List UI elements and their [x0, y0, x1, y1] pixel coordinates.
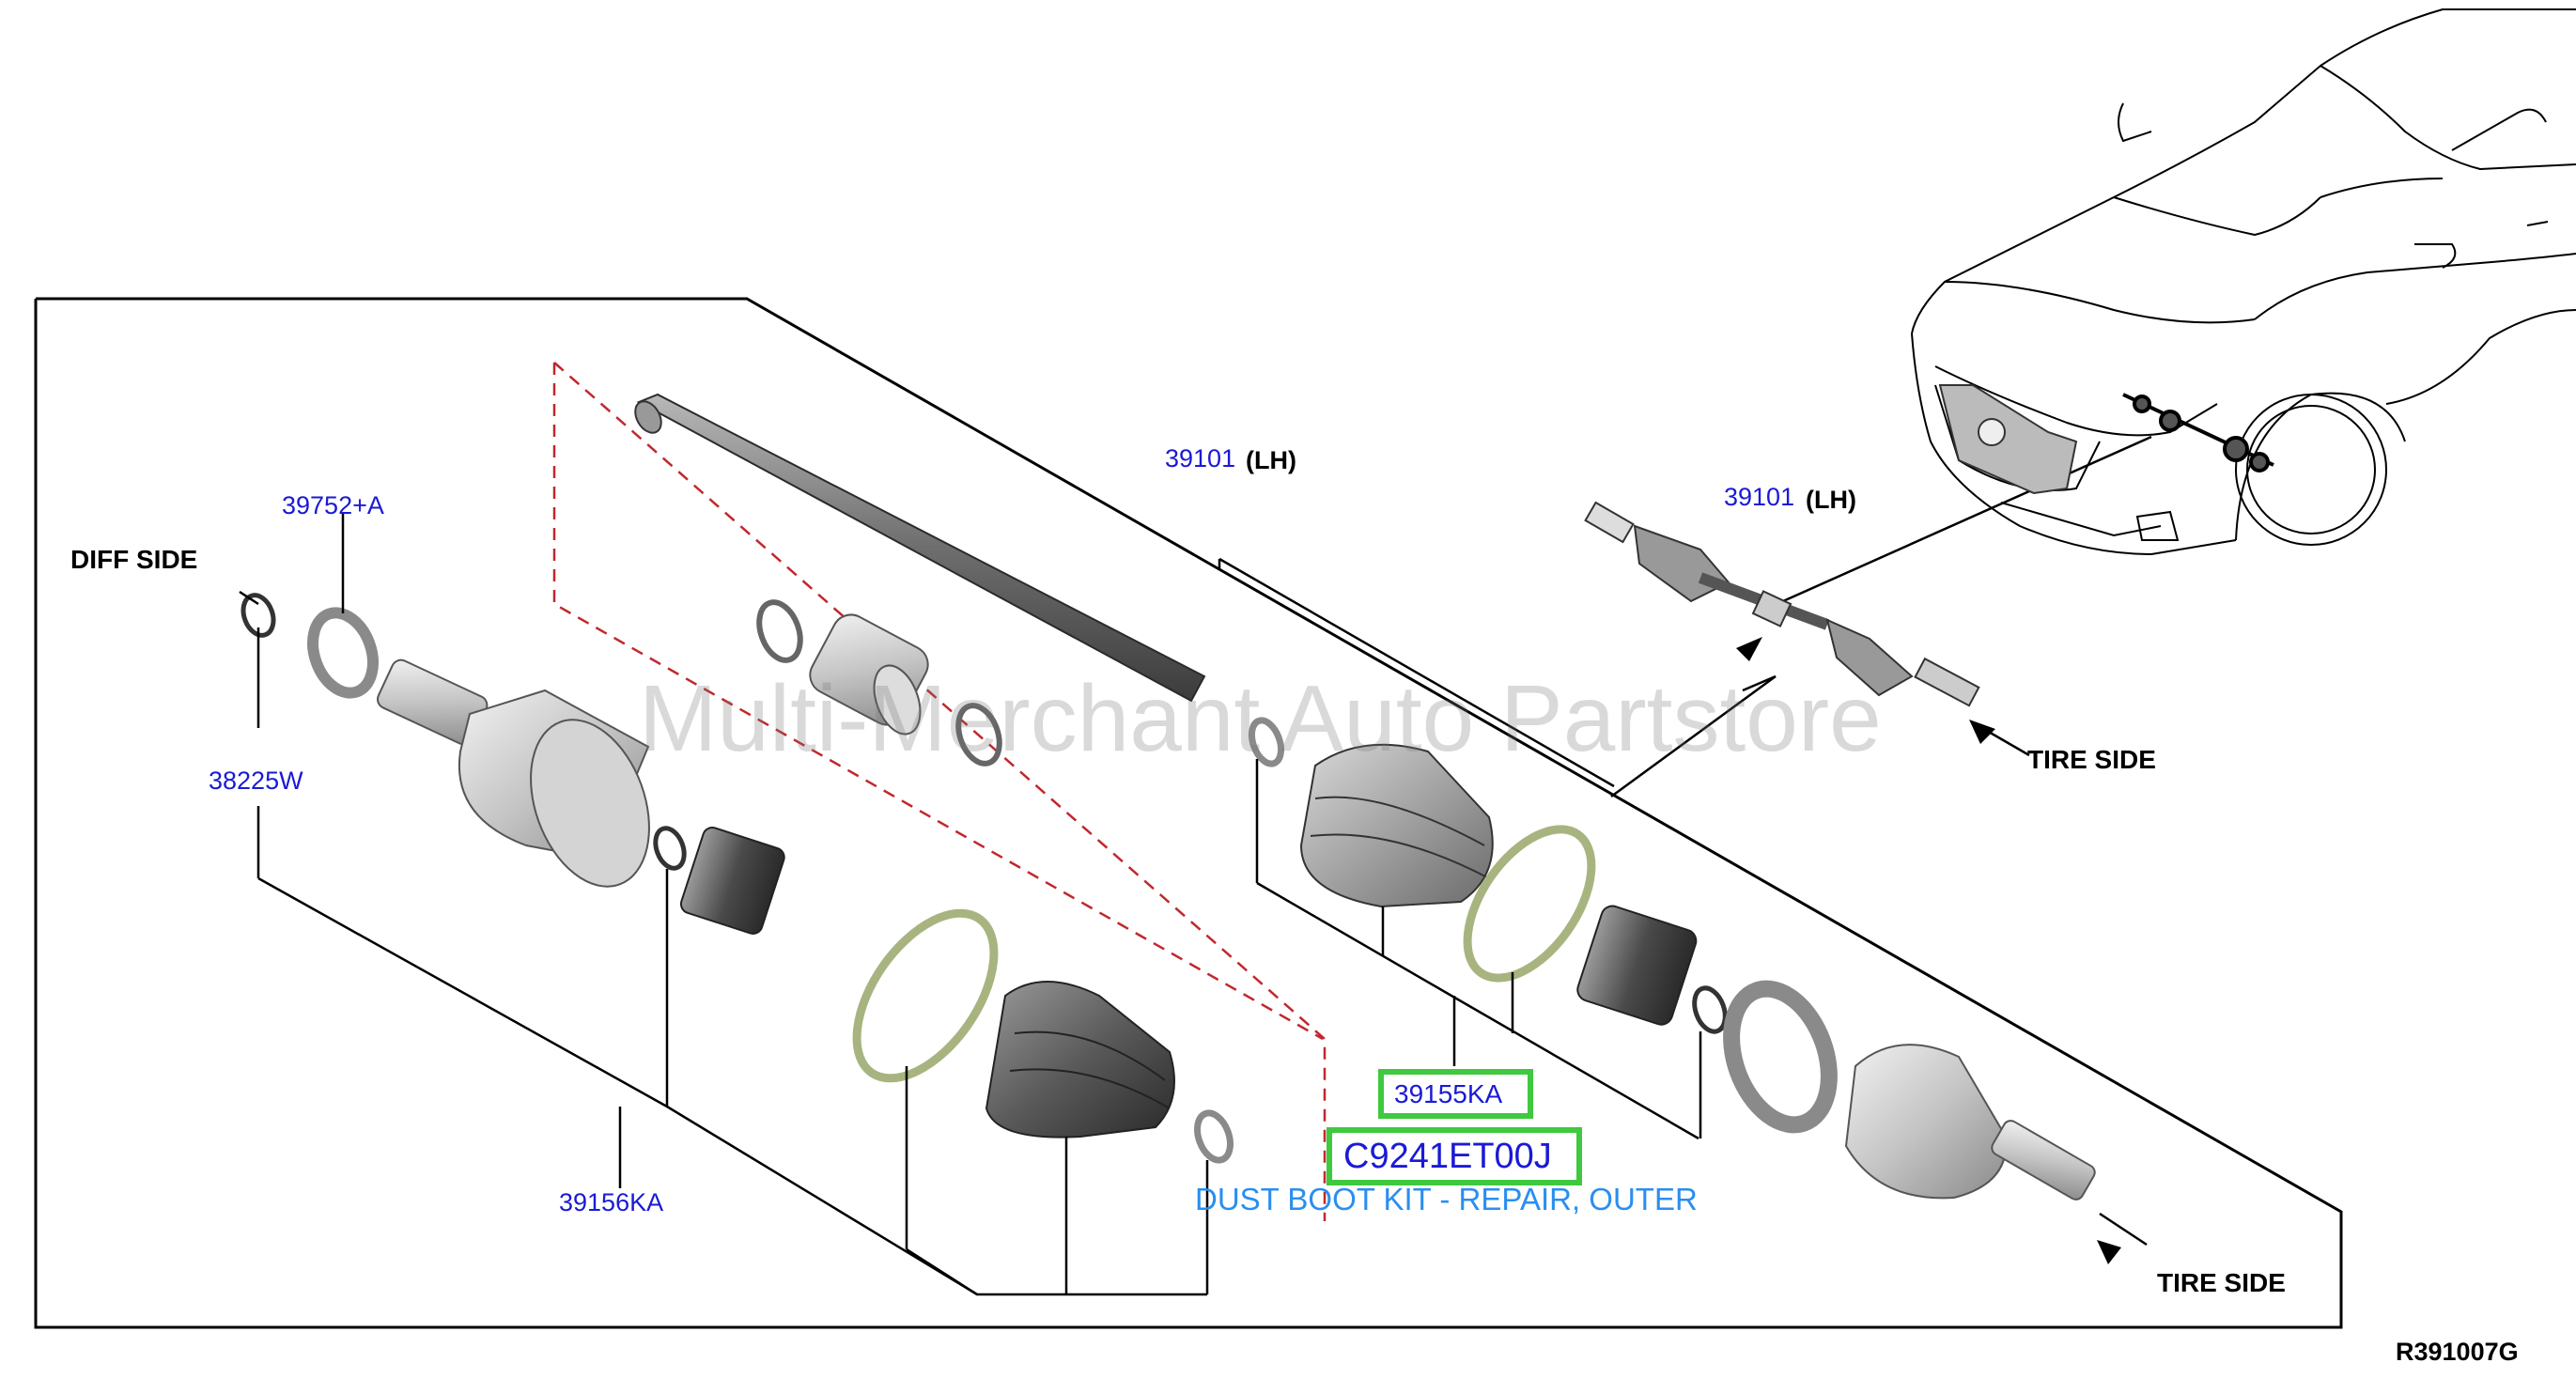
vehicle-axle-highlight: [2122, 393, 2274, 472]
boot-band-large-outer: [1463, 825, 1596, 983]
damper-bushing: [809, 613, 929, 736]
highlight-box-C9241ET00J[interactable]: [1327, 1127, 1582, 1185]
oil-seal-39752: [307, 607, 379, 699]
watermark: Multi-Merchant Auto Partstore: [639, 666, 1882, 771]
outer-cv-joint: [1844, 1044, 2096, 1200]
snap-ring-a: [756, 599, 803, 663]
kit-dashed-outline: [553, 362, 1327, 1221]
highlight-box-39155KA[interactable]: [1378, 1069, 1533, 1119]
axle-shaft: [634, 393, 1206, 703]
outer-grease-cap: [1576, 905, 1698, 1026]
label-diff-side: DIFF SIDE: [70, 545, 198, 574]
boot-band-small-outer: [1248, 717, 1285, 767]
circlip-inner: [653, 826, 687, 871]
arrow-inset: [1736, 637, 1762, 661]
label-39752[interactable]: 39752+A: [282, 491, 384, 519]
boot-band-large-inner: [852, 908, 999, 1083]
label-39155KA[interactable]: 39155KA: [1394, 1079, 1503, 1108]
outer-boot: [1299, 743, 1494, 908]
label-39101-inset[interactable]: 39101: [1724, 483, 1795, 511]
label-tire-side-main: TIRE SIDE: [2157, 1268, 2286, 1297]
circlip-38225W: [241, 593, 276, 638]
inset-axle: [1584, 501, 1980, 707]
label-39101-main-suffix: (LH): [1246, 446, 1296, 474]
grille: [1938, 384, 2078, 495]
label-39101-inset-suffix: (LH): [1806, 486, 1856, 514]
boot-band-small-inner: [1194, 1109, 1234, 1164]
label-39156KA[interactable]: 39156KA: [559, 1188, 664, 1216]
label-38225W[interactable]: 38225W: [209, 767, 303, 795]
arrow-tire-inset: [1969, 720, 1995, 744]
label-tire-side-inset: TIRE SIDE: [2027, 745, 2156, 774]
kit-dashed-outline-left: [552, 363, 1324, 1041]
label-dust-boot-kit[interactable]: DUST BOOT KIT - REPAIR, OUTER: [1195, 1182, 1698, 1216]
leader-lines: [239, 435, 2152, 1296]
label-39101-main[interactable]: 39101: [1165, 444, 1236, 472]
label-C9241ET00J[interactable]: C9241ET00J: [1343, 1137, 1552, 1176]
snap-ring-b: [955, 703, 1002, 767]
inner-boot: [985, 981, 1175, 1138]
frame-outline: [34, 297, 2343, 1329]
diagram-code: R391007G: [2396, 1338, 2519, 1366]
inner-cv-joint: [377, 658, 650, 888]
abs-sensor-ring: [1723, 980, 1838, 1134]
inner-grease-cap: [679, 826, 785, 935]
circlip-outer: [1692, 985, 1728, 1034]
arrow-tire-main: [2097, 1240, 2121, 1264]
